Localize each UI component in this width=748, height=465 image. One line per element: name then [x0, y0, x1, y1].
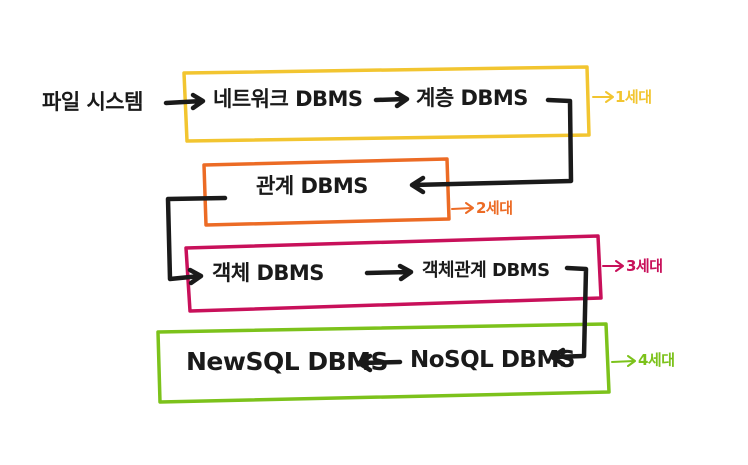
- gen2-label: 2세대: [476, 199, 513, 217]
- gen1-box: [182, 65, 591, 143]
- arrow-objectrelational-to-nosql: [549, 265, 589, 367]
- node-relational-dbms: 관계 DBMS: [256, 174, 368, 198]
- gen4-label: 4세대: [638, 351, 675, 369]
- gen1-label: 1세대: [615, 88, 652, 106]
- node-object-dbms: 객체 DBMS: [212, 261, 324, 285]
- arrow-network-to-hierarchical: [373, 90, 410, 109]
- node-newsql-dbms: NewSQL DBMS: [186, 347, 389, 376]
- gen3-pointer-arrow: [602, 260, 624, 272]
- arrow-relational-to-object: [165, 195, 228, 286]
- gen4-box: [156, 322, 611, 404]
- gen4-pointer-arrow: [611, 355, 636, 367]
- arrow-nosql-to-newsql: [356, 353, 403, 373]
- node-object-relational-dbms: 객체관계 DBMS: [422, 260, 550, 281]
- node-network-dbms: 네트워크 DBMS: [213, 87, 363, 111]
- gen2-pointer-arrow: [451, 202, 474, 214]
- gen3-label: 3세대: [626, 257, 663, 275]
- node-nosql-dbms: NoSQL DBMS: [410, 347, 575, 373]
- node-file-system: 파일 시스템: [42, 90, 143, 114]
- arrow-file-to-network: [163, 92, 206, 111]
- gen2-box: [202, 157, 451, 227]
- arrow-hierarchical-to-relational: [409, 97, 574, 195]
- node-hierarchical-dbms: 계층 DBMS: [416, 86, 528, 110]
- arrow-object-to-objectrelational: [364, 263, 414, 282]
- gen3-box: [184, 234, 603, 313]
- gen1-pointer-arrow: [592, 91, 614, 103]
